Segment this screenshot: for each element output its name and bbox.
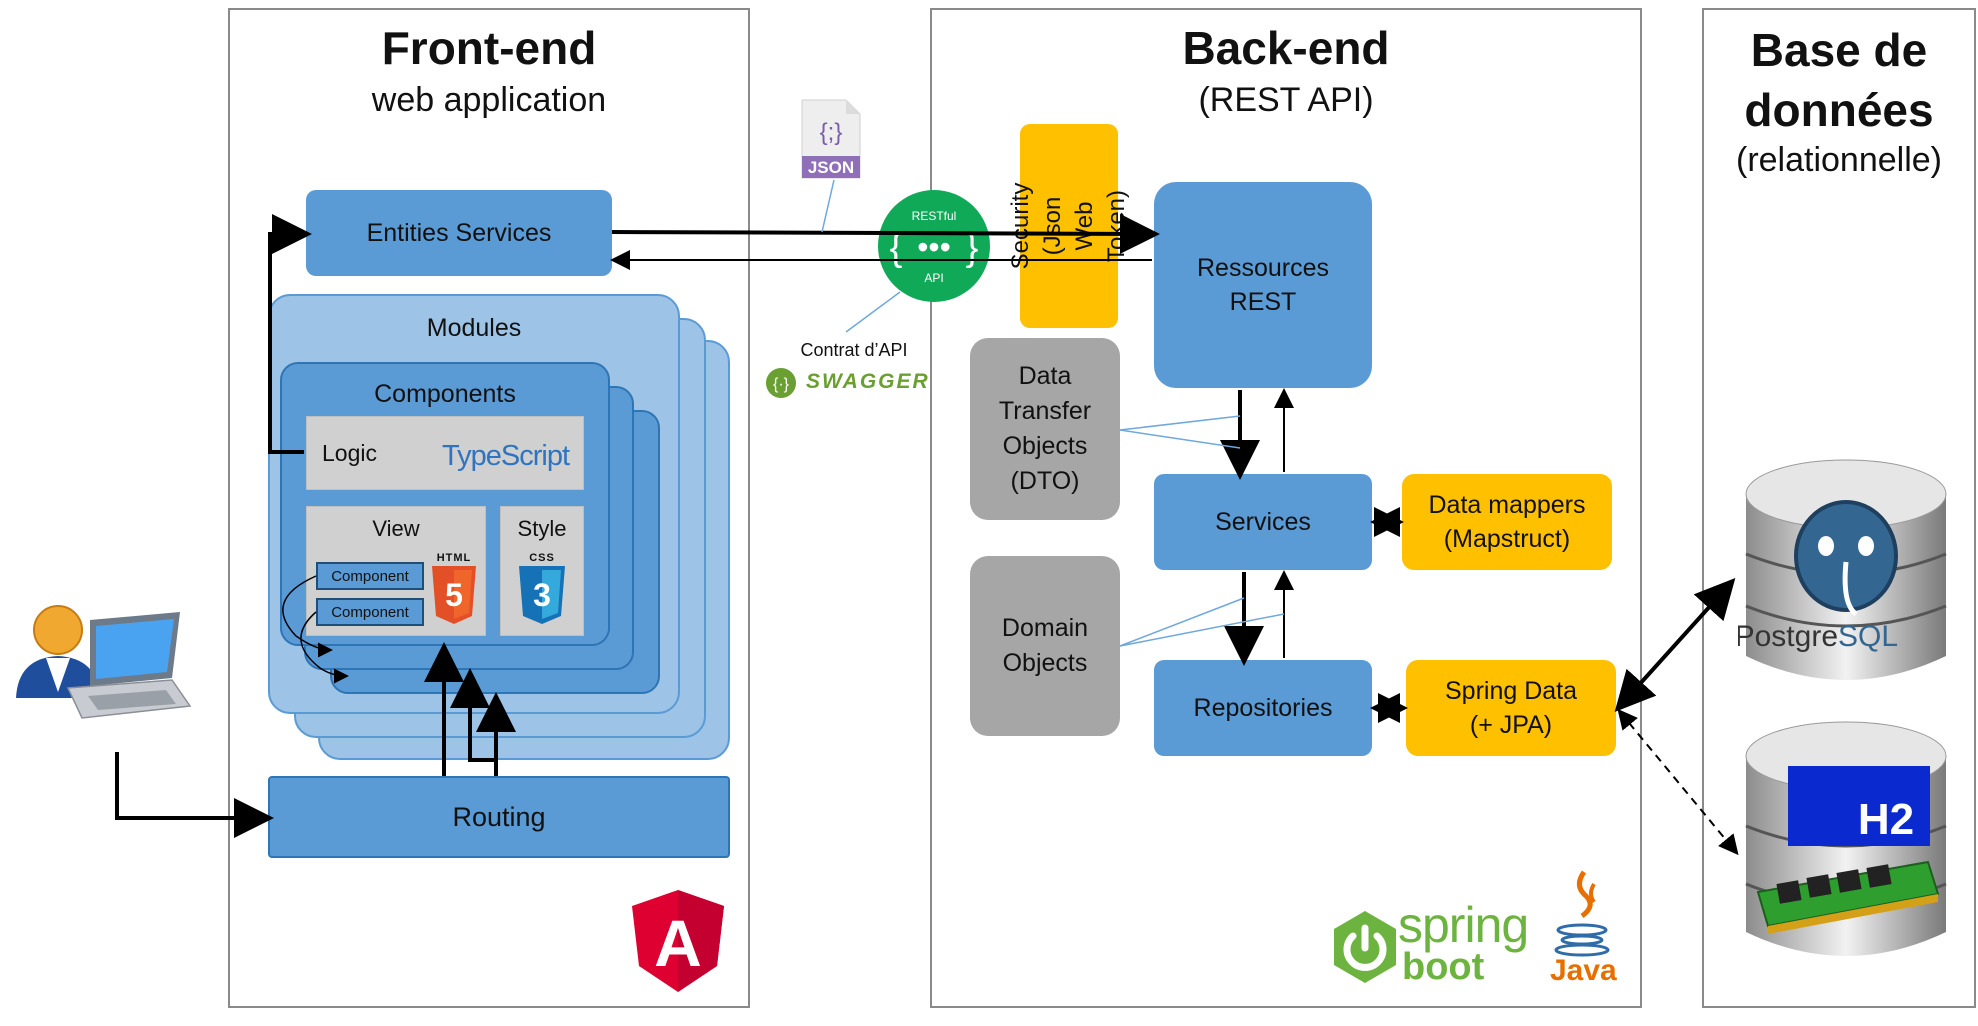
h2-database-icon: H2 (1745, 721, 1947, 956)
postgres-part2: SQL (1838, 620, 1898, 653)
style-label: Style (517, 516, 567, 541)
components-label: Components (374, 380, 516, 408)
html5-badge-text: HTML (436, 552, 472, 564)
modules-label: Modules (426, 314, 522, 342)
restful-dots: ••• (917, 229, 951, 265)
routing-box: Routing (268, 776, 730, 858)
dto-box: Data Transfer Objects (DTO) (970, 338, 1120, 520)
java-word: Java (1550, 954, 1617, 987)
mappers-line2: (Mapstruct) (1443, 525, 1571, 553)
ressources-line2: REST (1229, 288, 1297, 316)
html5-number: 5 (445, 577, 463, 613)
domain-objects-box: Domain Objects (970, 556, 1120, 736)
logic-box (306, 416, 584, 490)
json-glyph: {;} (820, 119, 843, 146)
angular-logo: A (632, 890, 724, 992)
security-box: Security (Json Web Token) (1007, 124, 1130, 328)
database-title-line2: données (1744, 84, 1934, 136)
css3-number: 3 (533, 577, 551, 613)
html5-shield: 5 (432, 566, 476, 624)
typescript-logo: TypeScript (442, 440, 570, 472)
svg-text:{·}: {·} (773, 376, 790, 393)
dto-line3: Objects (1002, 432, 1088, 460)
restful-bottom-label: API (924, 271, 943, 285)
repositories-box: Repositories (1154, 660, 1372, 756)
boot-word: boot (1402, 946, 1485, 988)
domain-line2: Objects (1002, 649, 1088, 677)
angular-letter: A (654, 906, 702, 980)
dto-line4: (DTO) (1010, 467, 1080, 495)
spring-word: spring (1398, 897, 1529, 953)
routing-label: Routing (452, 801, 546, 832)
java-cup-icon (1554, 870, 1610, 957)
json-callout-line (821, 179, 835, 233)
dto-line1: Data (1018, 362, 1072, 390)
mappers-line1: Data mappers (1428, 491, 1586, 519)
backend-subtitle: (REST API) (1198, 81, 1374, 119)
swagger-logo-icon: {·} (766, 368, 796, 398)
repositories-label: Repositories (1193, 693, 1333, 722)
spring-data-box: Spring Data (+ JPA) (1406, 660, 1616, 756)
frontend-subtitle: web application (371, 81, 607, 119)
postgres-part1: Postgre (1738, 620, 1838, 653)
view-label: View (372, 516, 420, 541)
data-mappers-box: Data mappers (Mapstruct) (1402, 474, 1612, 570)
view-component-2: Component (316, 598, 424, 626)
dto-line2: Transfer (998, 397, 1092, 425)
database-title-line1: Base de (1750, 24, 1928, 76)
postgresql-database-icon: Postgre SQL (1738, 459, 1947, 680)
security-label: Security (Json Web Token) (1007, 182, 1130, 270)
view-component-1: Component (316, 562, 424, 590)
swagger-label: SWAGGER (806, 370, 930, 393)
logic-label: Logic (322, 440, 377, 466)
css3-icon: CSS 3 (514, 552, 570, 628)
html5-icon: HTML 5 (428, 552, 480, 628)
restful-api-icon: RESTful { } ••• API (878, 190, 990, 302)
database-subtitle: (relationnelle) (1736, 141, 1942, 179)
services-box: Services (1154, 474, 1372, 570)
svg-text:}: } (966, 227, 979, 269)
frontend-title: Front-end (381, 22, 597, 74)
restful-top-label: RESTful (912, 209, 957, 223)
h2-label: H2 (1858, 795, 1914, 844)
springdata-line2: (+ JPA) (1469, 711, 1553, 739)
css3-badge-text: CSS (529, 552, 555, 564)
entities-services-label: Entities Services (366, 218, 552, 247)
backend-title: Back-end (1182, 22, 1390, 74)
entities-services-box: Entities Services (306, 190, 612, 276)
springdata-line1: Spring Data (1444, 677, 1578, 705)
services-label: Services (1215, 507, 1311, 536)
domain-line1: Domain (1001, 614, 1089, 642)
json-file-icon: {;} JSON (801, 99, 861, 179)
contrat-api-label: Contrat d’API (800, 340, 908, 360)
css3-shield: 3 (519, 566, 565, 624)
svg-text:{: { (890, 227, 903, 269)
ressources-rest-box: Ressources REST (1154, 182, 1372, 388)
user-laptop-icon (16, 605, 192, 719)
spring-power-icon (1334, 911, 1396, 983)
ressources-line1: Ressources (1197, 254, 1329, 282)
json-label: JSON (808, 158, 854, 177)
